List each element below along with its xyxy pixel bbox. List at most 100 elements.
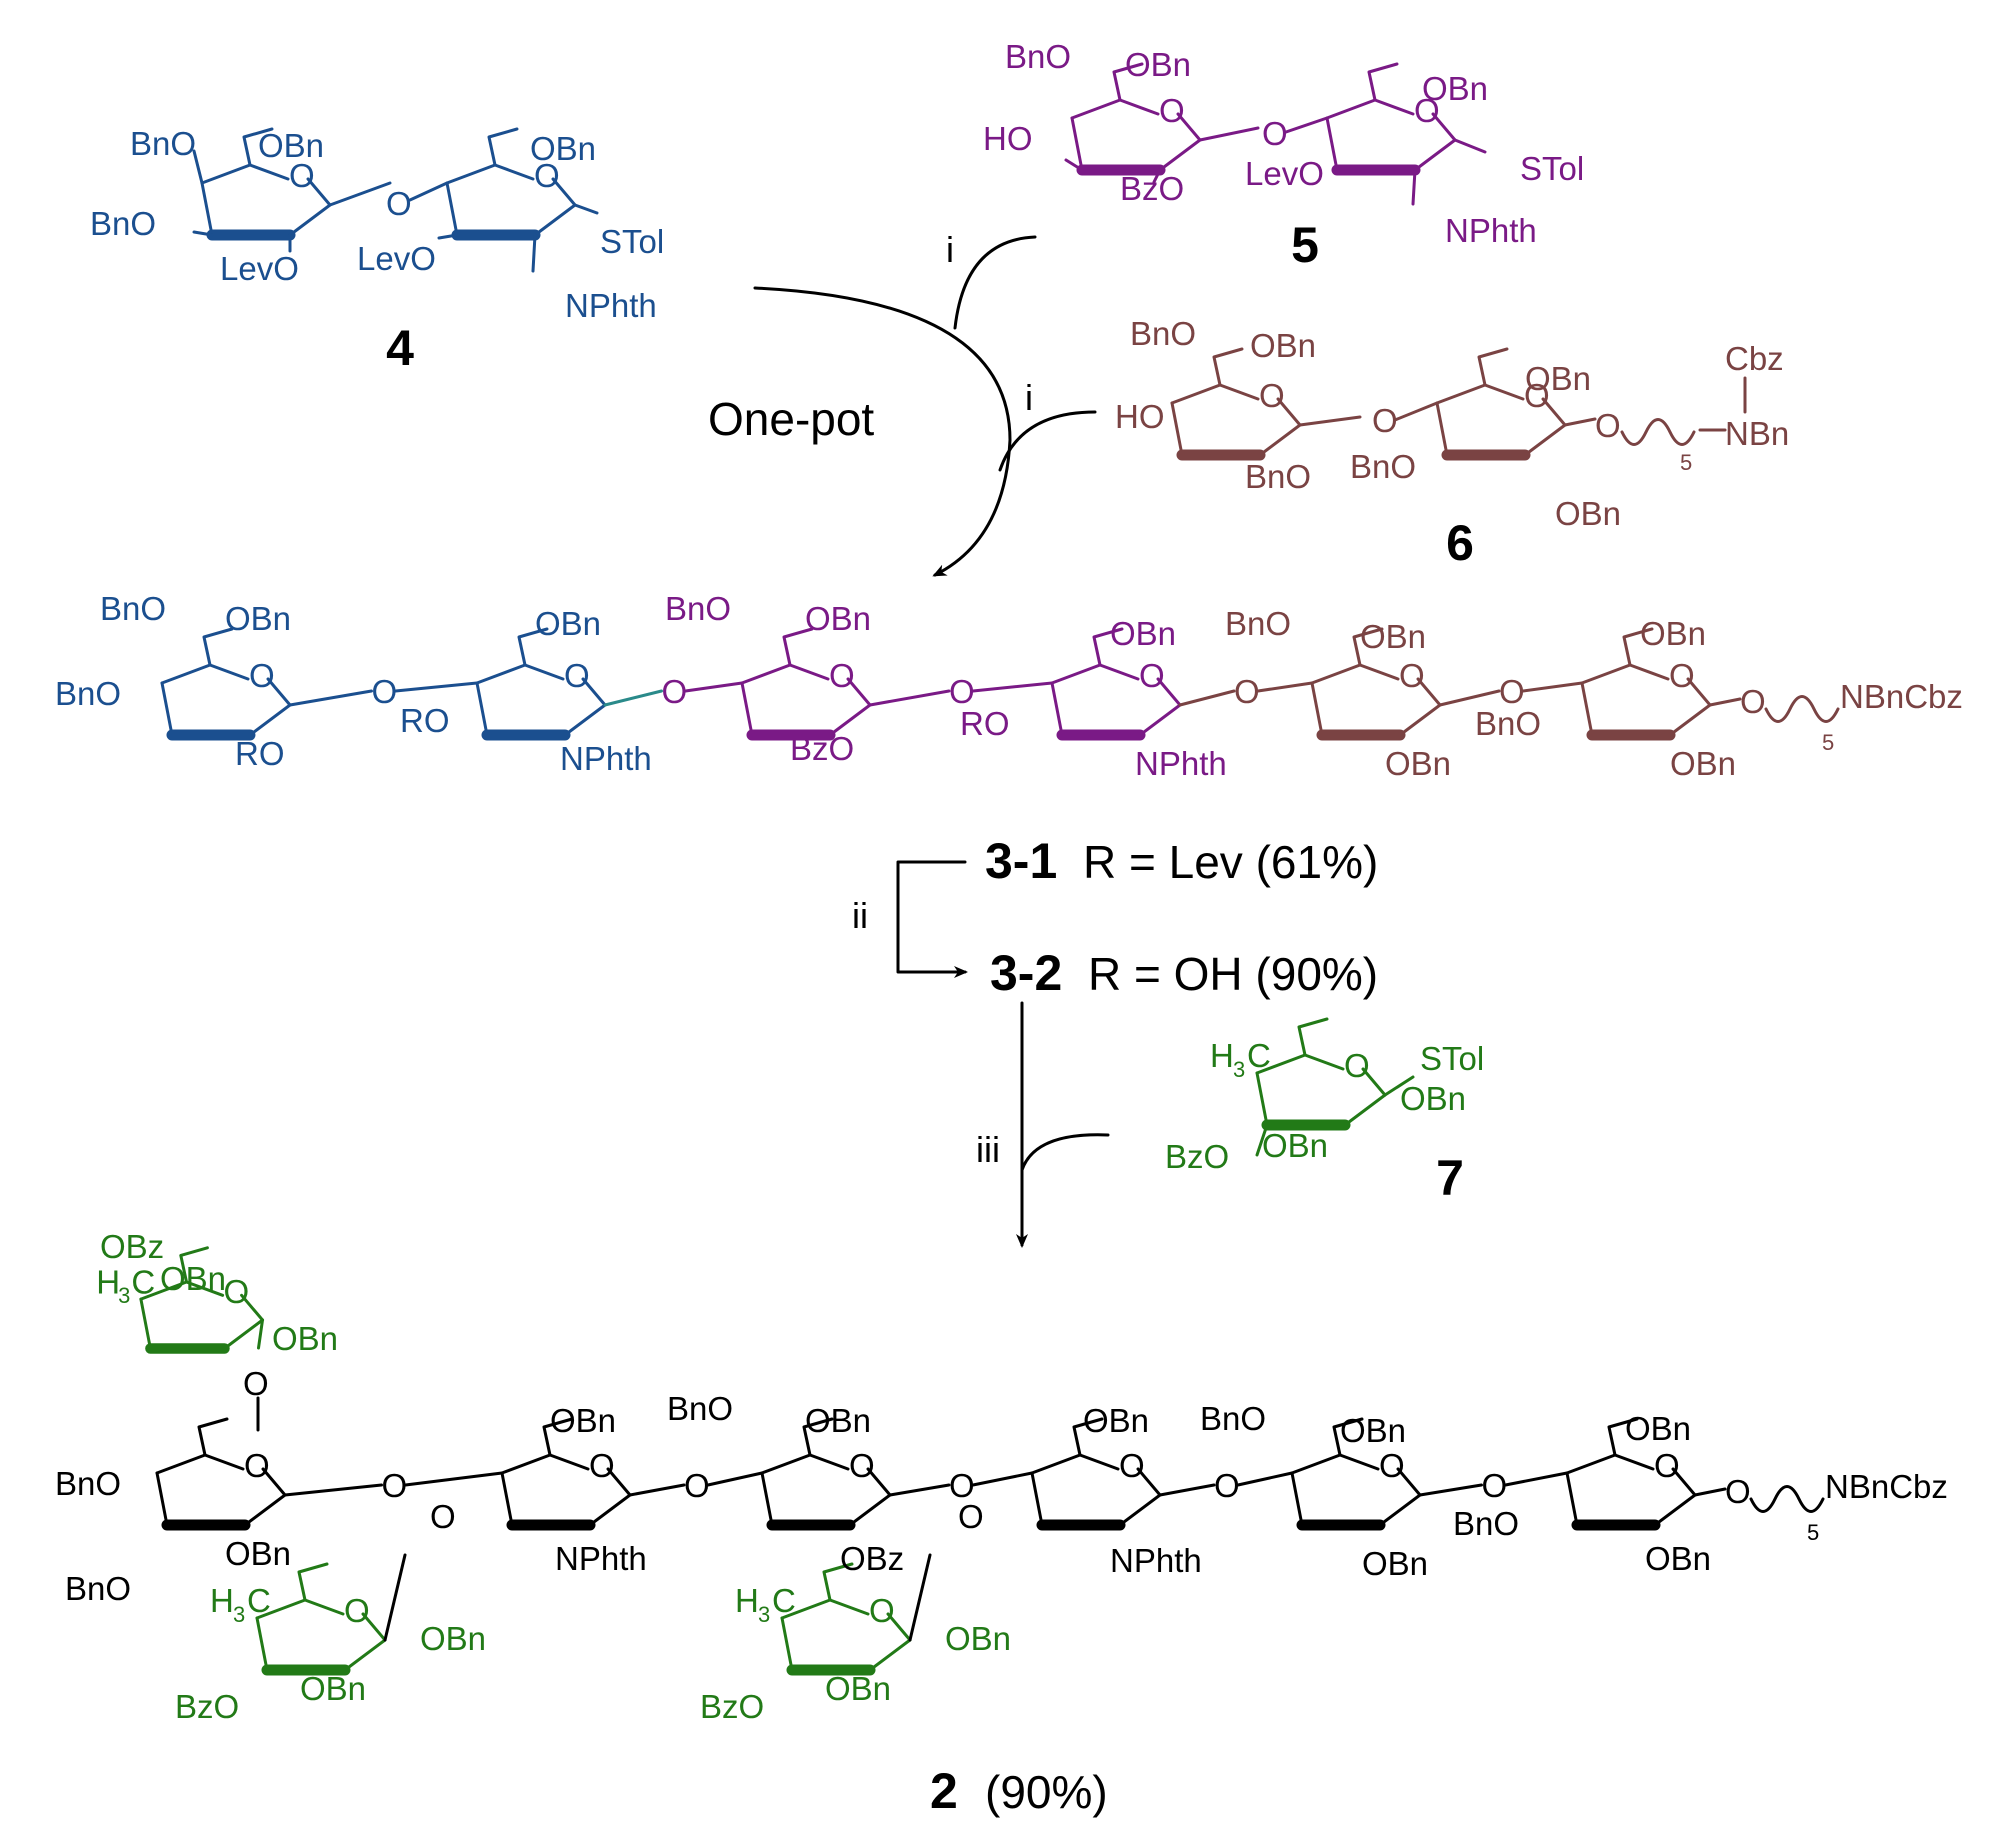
c5-r1-c6-label: OBn	[1125, 46, 1191, 83]
c2-r2-c6-label: OBn	[550, 1402, 616, 1439]
c2-fuc-top-c4-label: OBz	[100, 1228, 164, 1265]
c2-linker-subscript: 5	[1807, 1520, 1819, 1545]
c2-ring-5	[1290, 1417, 1422, 1531]
c3-glyco-bond-3a	[868, 689, 951, 707]
c3-label-r1c3: BnO	[55, 675, 121, 712]
c2-ring-2	[500, 1417, 632, 1531]
c2-ring-4-c6-bond	[1072, 1417, 1104, 1457]
c3-label-r4c3: RO	[960, 705, 1010, 742]
c2-glyco-bond-1b	[404, 1471, 504, 1487]
c2-ring-3-c6-bond	[802, 1417, 834, 1457]
c2-ring-6-ring-oxygen: O	[1654, 1447, 1680, 1484]
c7-c4-label: BzO	[1165, 1138, 1229, 1175]
c2-fuc-top-ring-oxygen: O	[224, 1273, 250, 1310]
c7-c4-bond	[1255, 1123, 1269, 1157]
c4-r2-c1-label: STol	[600, 223, 664, 260]
c4-glyco-bond	[328, 181, 392, 207]
c4-ring-2-ring-oxygen: O	[534, 157, 560, 194]
c6-ring-2-c6-bond	[1477, 347, 1509, 387]
c3-ring-2-ring-o-edge	[581, 677, 607, 707]
c5-ring-2-ring-o-edge	[1431, 112, 1457, 142]
c6-pentyl-linker	[1620, 418, 1696, 446]
c2-ring-2-c6-bond	[542, 1417, 574, 1457]
c6-r2-c2-label: OBn	[1555, 495, 1621, 532]
c7-ring-methyl-c: C	[1247, 1037, 1271, 1074]
c4-r2-c3-label: LevO	[357, 240, 436, 277]
c3-label-r3c2: BzO	[790, 730, 854, 767]
c7-c2-label: OBn	[1400, 1080, 1466, 1117]
c3-glyco-bond-4a	[1178, 689, 1236, 707]
c3-ring-3-c6-bond	[782, 627, 814, 667]
c2-r5-c4-label: BnO	[1200, 1400, 1266, 1437]
c7-stol-label: STol	[1420, 1040, 1484, 1077]
c2-ring-6	[1565, 1417, 1697, 1531]
c3-pentyl-linker	[1764, 695, 1840, 723]
c5-r2-c1-bond	[1453, 138, 1487, 154]
c2-fuc-b-c2-label: OBn	[945, 1620, 1011, 1657]
c3-label-r2c2: NPhth	[560, 740, 652, 777]
c4-r1-c6-label: OBn	[258, 127, 324, 164]
c3-ring-1-ring-o-edge	[266, 677, 292, 707]
c2-fuc-a-methyl-h: H	[210, 1582, 234, 1619]
c3-ring-4-ring-o-edge	[1156, 677, 1182, 707]
c6-ring-1-ring-oxygen: O	[1259, 377, 1285, 414]
c4-ring-2-ring-o-edge	[551, 177, 577, 207]
c6-ring-2-ring-oxygen: O	[1524, 377, 1550, 414]
c2-fuc-a-c3-label: OBn	[300, 1670, 366, 1707]
c2-r6-c2-label: OBn	[1645, 1540, 1711, 1577]
c2-glyco-bond-4a	[1158, 1483, 1216, 1497]
reagent-7-addition-curve	[1020, 1133, 1110, 1172]
compound-4-label: 4	[386, 320, 414, 376]
c3-ring-1	[160, 627, 292, 741]
c4-r1-c4-bond	[192, 149, 204, 185]
c2-fuc-top-c1-bond	[257, 1318, 264, 1350]
c3-label-r4c6: OBn	[1110, 615, 1176, 652]
c2-fuc-top-c6-bond	[179, 1246, 209, 1284]
c5-r2-c3-label: LevO	[1245, 155, 1324, 192]
c3-glyco-bond-4b	[1256, 681, 1314, 693]
c2-ring-1-c6-bond	[197, 1417, 229, 1457]
c7-c1-bond	[1383, 1075, 1415, 1097]
reaction-arrows	[753, 235, 1110, 1248]
c6-r1-c2-label: BnO	[1245, 458, 1311, 495]
c5-glyco-bond-2	[1284, 116, 1329, 134]
c5-ring-1-ring-oxygen: O	[1159, 92, 1185, 129]
product-2-text: (90%)	[985, 1766, 1108, 1818]
c5-ring-2	[1325, 62, 1457, 176]
c6-linker-oxygen: O	[1595, 407, 1621, 444]
c2-fuc-a-ring-o-edge	[361, 1612, 387, 1642]
c7-c3-label: OBn	[1262, 1127, 1328, 1164]
c5-ring-1-ring-o-edge	[1176, 112, 1202, 142]
c5-ring-2-c6-bond	[1367, 62, 1399, 102]
c2-r2-c2-label: NPhth	[555, 1540, 647, 1577]
c4-ring-2-back-edge	[445, 163, 535, 185]
c2-r1-c6-label: OBn	[225, 1535, 291, 1572]
c2-ring-4-back-edge	[1030, 1453, 1120, 1475]
c2-fuc-b-c4-label: BzO	[700, 1688, 764, 1725]
c3-ring-5-ring-o-edge	[1416, 677, 1442, 707]
one-pot-main-arrow	[753, 286, 1012, 577]
c2-fuc-b-link-oxygen: O	[958, 1498, 984, 1535]
c4-r1-c2-label: LevO	[220, 250, 299, 287]
c2-pentyl-linker	[1749, 1485, 1825, 1513]
c2-glyco-oxygen-5: O	[1482, 1467, 1508, 1504]
c2-tail-oxygen: O	[1725, 1473, 1751, 1510]
c6-cbz-label: Cbz	[1725, 340, 1784, 377]
c2-glyco-bond-3b	[971, 1471, 1034, 1487]
c2-ring-3-ring-oxygen: O	[849, 1447, 875, 1484]
c4-ring-2-c6-bond	[487, 127, 519, 167]
c6-r1-c4-label: BnO	[1130, 315, 1196, 352]
c7-ring-methyl-h: H	[1210, 1037, 1234, 1074]
c3-label-r3c4: BnO	[665, 590, 731, 627]
c2-fuc-b-methyl-h: H	[735, 1582, 759, 1619]
compound-6-label: 6	[1446, 515, 1474, 571]
c5-r1-c2-bond	[1152, 168, 1162, 184]
c6-ring-2-ring-o-edge	[1541, 397, 1567, 427]
c2-ring-4-ring-oxygen: O	[1119, 1447, 1145, 1484]
c2-r6-c3-label: BnO	[1453, 1505, 1519, 1542]
compound-7-label: 7	[1436, 1150, 1464, 1206]
c2-fuc-b	[780, 1562, 912, 1676]
c3-ring-6-c6-bond	[1622, 627, 1654, 667]
c3-label-r3c6: OBn	[805, 600, 871, 637]
